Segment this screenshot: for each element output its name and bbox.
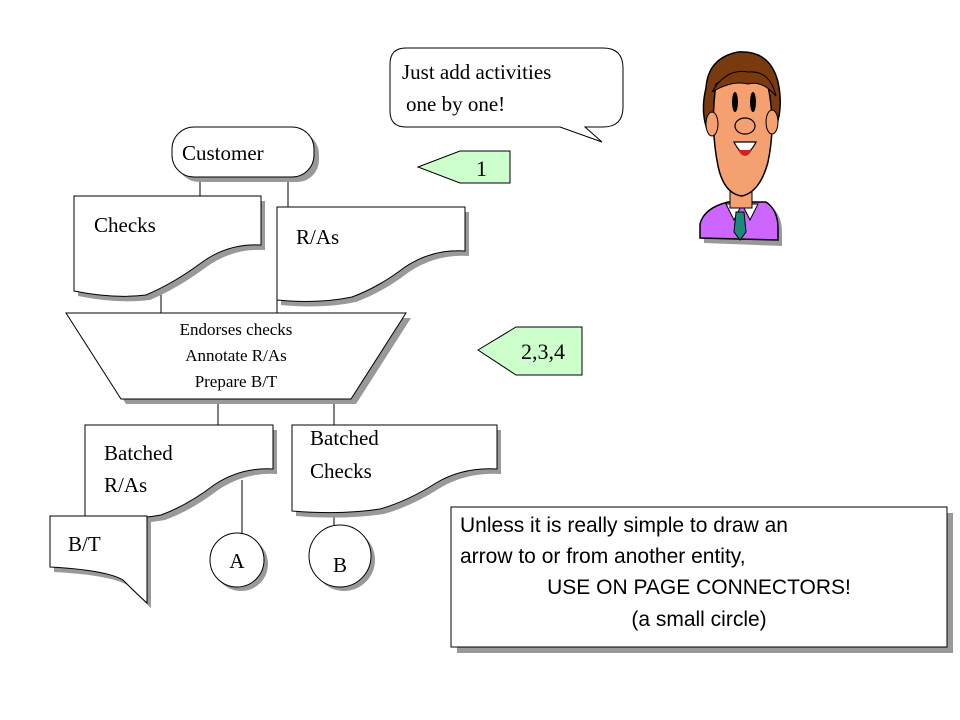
cartoon-presenter-icon <box>699 51 782 246</box>
batched-ras-label-line-2: R/As <box>104 473 147 497</box>
speech-bubble-line-1: Just add activities <box>402 60 551 84</box>
connector-b-label: B <box>333 553 347 577</box>
batched-ras-label-line-1: Batched <box>104 441 173 465</box>
process-line-2: Annotate R/As <box>185 346 287 365</box>
note-line-1: Unless it is really simple to draw an <box>460 514 788 537</box>
note-line-2: arrow to or from another entity, <box>460 545 746 568</box>
customer-label: Customer <box>182 141 264 165</box>
note-box: Unless it is really simple to draw an ar… <box>450 506 953 653</box>
checks-label: Checks <box>94 213 156 237</box>
batched-checks-label-line-2: Checks <box>310 459 372 483</box>
speech-bubble: Just add activities one by one! <box>389 47 624 143</box>
checks-document: Checks <box>73 195 265 302</box>
customer-entity: Customer <box>171 126 319 182</box>
bt-label: B/T <box>68 532 101 556</box>
step-arrow-1-label: 1 <box>476 156 487 181</box>
note-line-3: USE ON PAGE CONNECTORS! <box>547 576 851 599</box>
step-arrow-2-label: 2,3,4 <box>521 339 565 364</box>
step-arrow-1: 1 <box>416 150 511 184</box>
process-line-3: Prepare B/T <box>195 372 278 391</box>
ras-document: R/As <box>276 206 469 307</box>
note-line-4: (a small circle) <box>631 608 766 631</box>
bt-document: B/T <box>49 515 151 608</box>
connector-a-label: A <box>229 549 245 573</box>
step-arrow-2: 2,3,4 <box>477 326 583 376</box>
batched-checks-document: Batched Checks <box>291 424 501 518</box>
batched-checks-label-line-1: Batched <box>310 426 379 450</box>
connector-b: B <box>308 524 375 591</box>
batched-ras-document: Batched R/As <box>84 424 277 524</box>
speech-bubble-line-2: one by one! <box>406 92 505 116</box>
process-shape: Endorses checks Annotate R/As Prepare B/… <box>65 312 411 404</box>
connector-a: A <box>209 532 268 591</box>
ras-label: R/As <box>296 225 339 249</box>
process-line-1: Endorses checks <box>180 320 293 339</box>
